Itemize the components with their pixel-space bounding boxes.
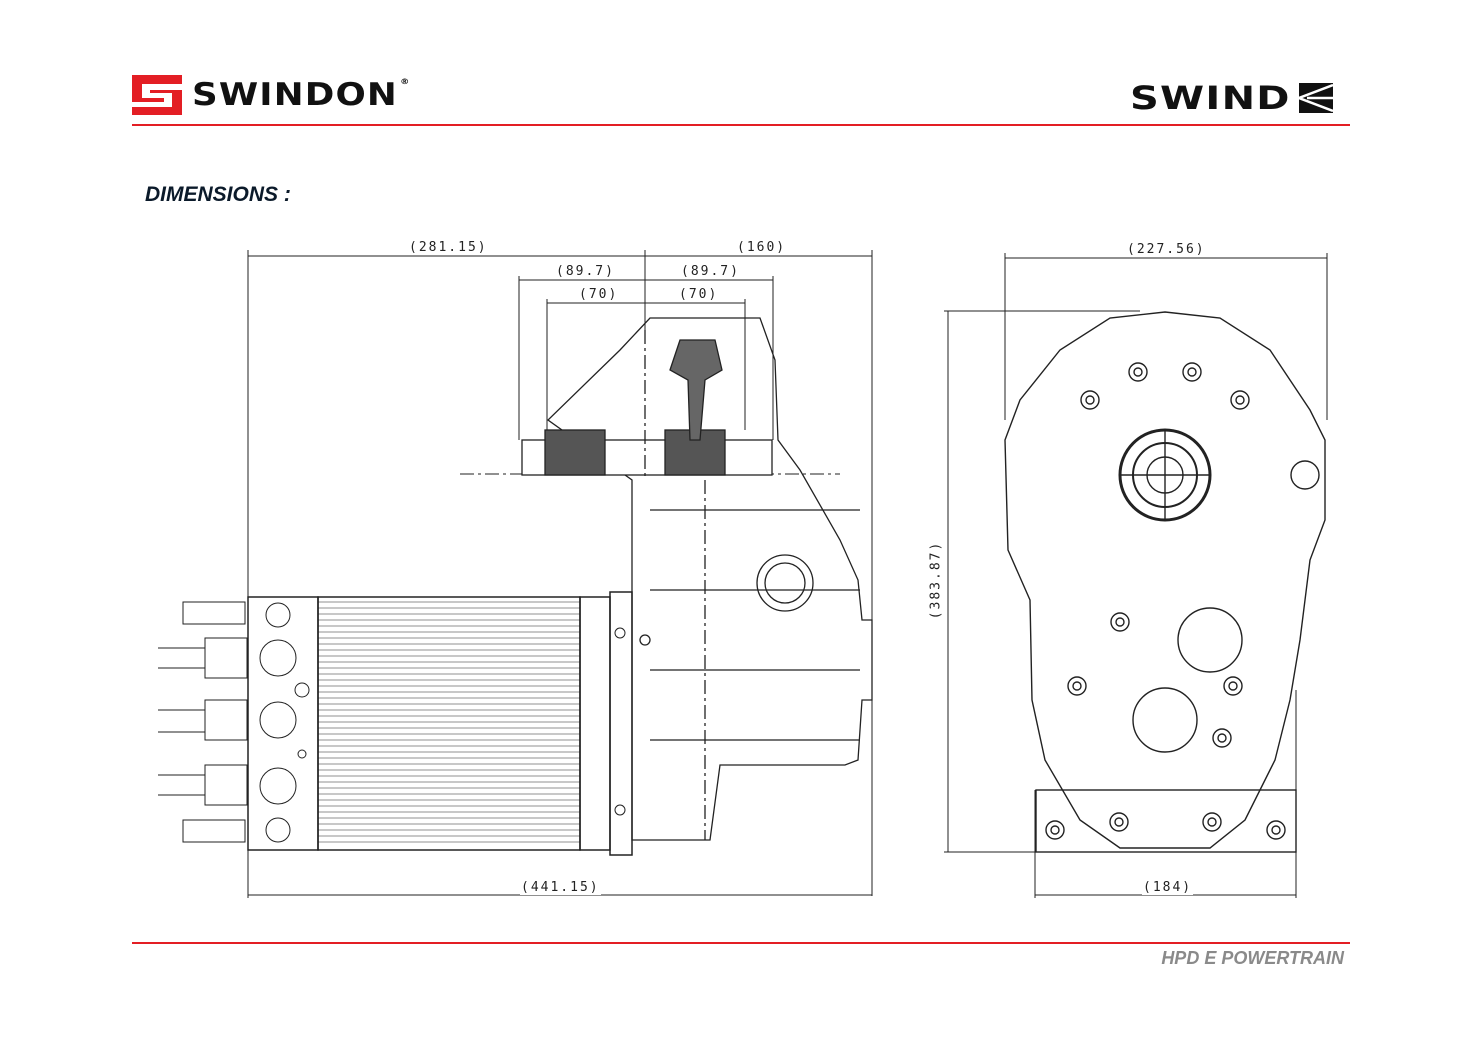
footer-label: HPD E POWERTRAIN (1161, 948, 1344, 968)
bolt-icon (1228, 681, 1238, 691)
bolt-icon (1202, 812, 1222, 832)
bolt-icon (1212, 728, 1232, 748)
gearbox-front-view (1004, 311, 1326, 853)
bolt-icon (1187, 367, 1197, 377)
motor-side-view (158, 591, 633, 856)
dim-160: (160) (736, 240, 788, 255)
bolt-icon (1080, 390, 1100, 410)
bolt-icon (1114, 817, 1124, 827)
bolt-icon (1182, 362, 1202, 382)
front-view-dimension-lines (944, 253, 1328, 898)
dim-383-87: (383.87) (928, 539, 944, 621)
gearbox-side-view (521, 317, 873, 841)
union-flag-o-icon (1298, 83, 1333, 113)
bolt-icon (1109, 812, 1129, 832)
dim-227-56: (227.56) (1126, 242, 1207, 257)
bolt-icon (1110, 612, 1130, 632)
bolt-icon (1217, 733, 1227, 743)
page-title: DIMENSIONS : (145, 183, 291, 206)
bolt-icon (1045, 820, 1065, 840)
dim-184: (184) (1142, 880, 1194, 895)
bolt-icon (1133, 367, 1143, 377)
side-view-dimension-lines (247, 250, 873, 898)
swindon-logo-right: SWIND (1130, 79, 1333, 117)
swindon-s-mark-icon (132, 75, 182, 115)
dim-89-7-left: (89.7) (555, 264, 616, 279)
bolt-icon (1085, 395, 1095, 405)
bolt-icon (1235, 395, 1245, 405)
header-divider (132, 124, 1350, 126)
bolt-icon (1115, 617, 1125, 627)
swindon-logo-left: SWINDON® (132, 74, 409, 116)
bolt-icon (1266, 820, 1286, 840)
bolt-icon (1207, 817, 1217, 827)
logo-left-text: SWINDON® (192, 77, 411, 113)
bolt-icon (1067, 676, 1087, 696)
bolt-icon (1230, 390, 1250, 410)
dim-89-7-right: (89.7) (680, 264, 741, 279)
logo-right-text: SWIND (1130, 79, 1291, 117)
bolt-icon (1271, 825, 1281, 835)
dim-441-15: (441.15) (520, 880, 601, 895)
footer-divider (132, 942, 1350, 944)
bolt-icon (1050, 825, 1060, 835)
bolt-icon (1223, 676, 1243, 696)
bolt-icon (1128, 362, 1148, 382)
dim-70-left: (70) (578, 287, 620, 302)
dim-70-right: (70) (678, 287, 720, 302)
bolt-icon (1072, 681, 1082, 691)
dim-281-15: (281.15) (408, 240, 489, 255)
